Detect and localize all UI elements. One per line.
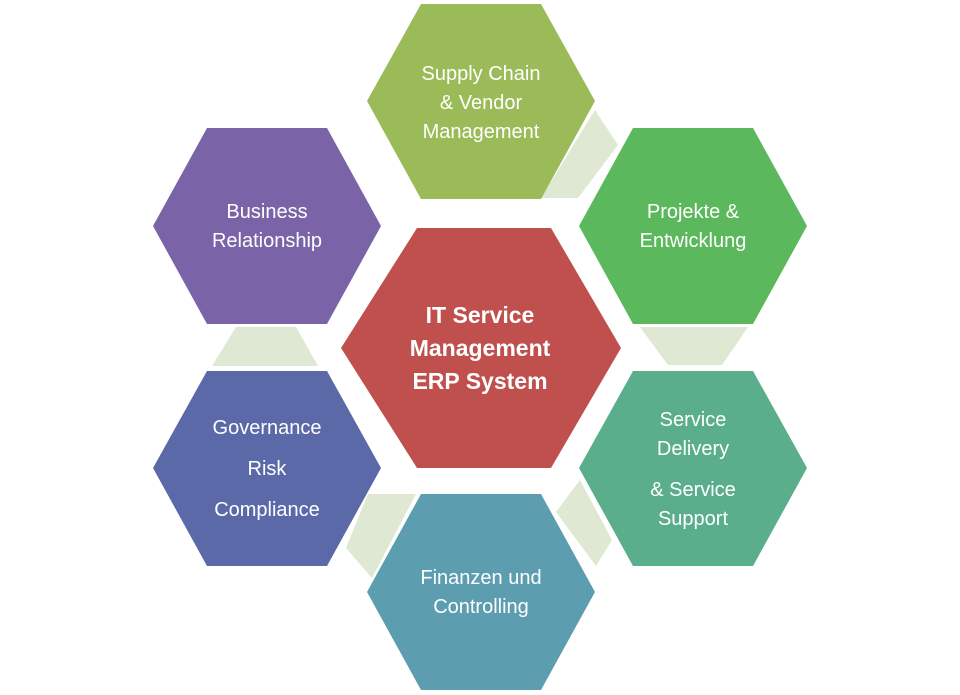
connector-service-finanzen [556, 480, 612, 566]
label-line: Business [226, 201, 307, 223]
label-line: Entwicklung [640, 230, 747, 252]
label-line: Compliance [214, 499, 320, 521]
label-line: Support [658, 508, 728, 530]
hexagon-business [153, 128, 381, 324]
label-line: Management [423, 121, 540, 143]
label-line: Projekte & [647, 201, 740, 223]
label-line: Supply Chain [422, 63, 541, 85]
connectors [212, 110, 748, 578]
label-line: Risk [248, 458, 288, 480]
label-line: Relationship [212, 230, 322, 252]
hexagon-supply-chain [367, 4, 595, 199]
connector-projekte-service [640, 327, 748, 365]
label-line: & Vendor [440, 92, 523, 114]
label-line: IT Service [426, 302, 535, 328]
label-line: Finanzen und [420, 567, 541, 589]
label-line: Governance [213, 417, 322, 439]
label-line: & Service [650, 479, 736, 501]
hexagon-service-delivery [579, 371, 807, 566]
connector-supply-projekte [541, 110, 618, 198]
hexagon-finanzen [367, 494, 595, 690]
connector-finanzen-governance [346, 494, 416, 578]
label-line: Controlling [433, 596, 529, 618]
label-line: Management [410, 335, 551, 361]
label-projekte: Projekte & Entwicklung [640, 201, 747, 252]
label-line: Delivery [657, 438, 729, 460]
hexagon-center [341, 228, 621, 468]
label-line: ERP System [412, 368, 547, 394]
hexagon-governance [153, 371, 381, 566]
hexagon-projekte [579, 128, 807, 324]
node-projekte: Projekte & Entwicklung [579, 128, 807, 324]
connector-governance-business [212, 327, 318, 366]
label-line: Service [660, 409, 727, 431]
